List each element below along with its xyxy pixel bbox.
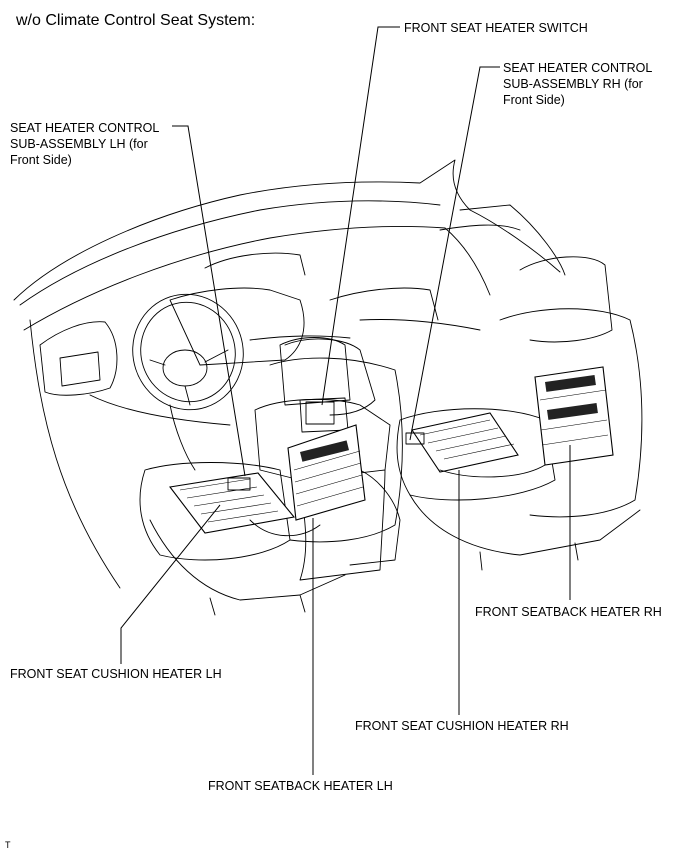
right-seat [349, 256, 643, 571]
label-front-seatback-heater-rh: FRONT SEATBACK HEATER RH [475, 605, 662, 619]
label-front-seat-heater-switch: FRONT SEAT HEATER SWITCH [404, 21, 588, 35]
label-seat-heater-control-rh: SEAT HEATER CONTROL SUB-ASSEMBLY RH (for… [503, 61, 653, 107]
label-front-seat-cushion-heater-rh: FRONT SEAT CUSHION HEATER RH [355, 719, 569, 733]
leader-seat-heater-control-rh [409, 66, 500, 441]
diagram-title: w/o Climate Control Seat System: [16, 12, 256, 29]
heater-elements [169, 366, 614, 537]
left-seat [139, 338, 403, 616]
steering-wheel [132, 293, 244, 471]
dashboard-outline [13, 159, 566, 589]
label-front-seatback-heater-lh: FRONT SEATBACK HEATER LH [208, 779, 393, 793]
label-front-seat-cushion-heater-lh: FRONT SEAT CUSHION HEATER LH [10, 667, 222, 681]
leader-front-seat-heater-switch [321, 26, 400, 406]
leader-lines [120, 26, 571, 775]
label-seat-heater-control-lh: SEAT HEATER CONTROL SUB-ASSEMBLY LH (for… [10, 121, 160, 167]
leader-front-seat-cushion-heater-lh [120, 504, 221, 664]
leader-seat-heater-control-lh [172, 125, 246, 477]
corner-mark: T [5, 840, 11, 850]
